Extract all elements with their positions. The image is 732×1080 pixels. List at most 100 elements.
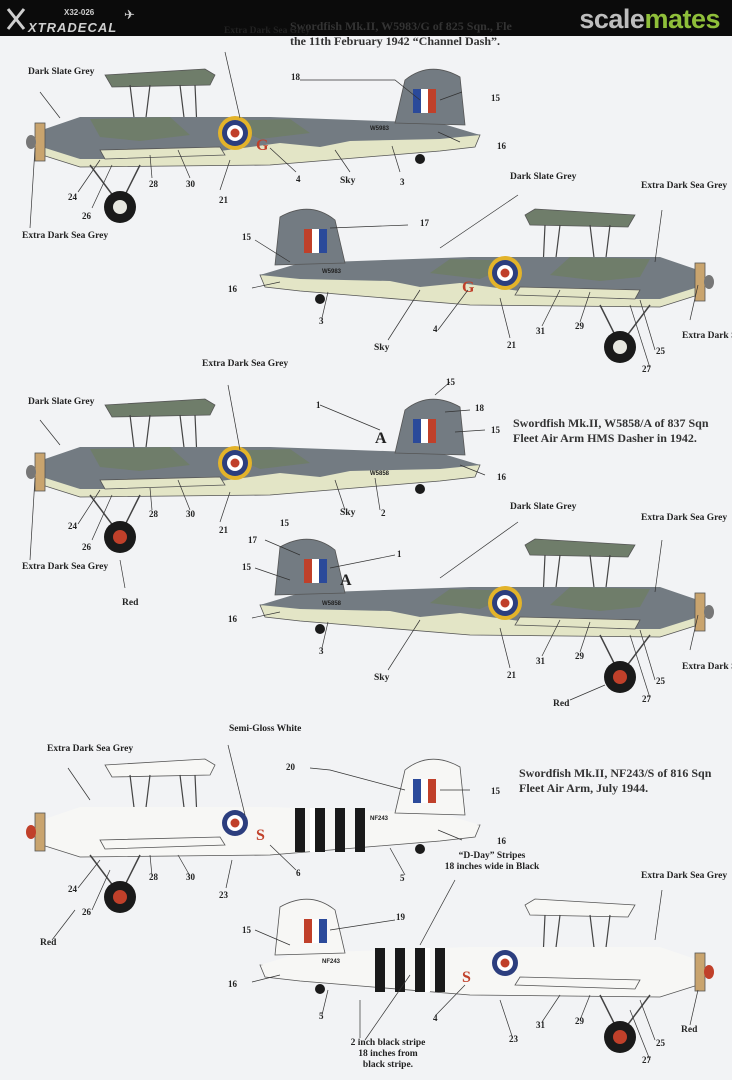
- upper-wing: [524, 538, 636, 558]
- camo-pattern: [430, 257, 650, 281]
- dday-stripe: [375, 948, 385, 992]
- caption-2: Swordfish Mk.II, W5858/A of 837 Sqn Flee…: [513, 416, 709, 446]
- callout-15: 15: [491, 93, 500, 103]
- dday-stripe: [335, 808, 345, 852]
- lower-wing: [99, 476, 226, 490]
- code-letter: G: [462, 279, 475, 296]
- label-sky: Sky: [340, 176, 356, 186]
- code-letter: A: [375, 430, 387, 447]
- stripe-note-line2: 18 inches from: [358, 1049, 418, 1059]
- callout-15: 15: [446, 377, 455, 387]
- callout-1: 1: [316, 400, 321, 410]
- upper-wing: [104, 68, 216, 88]
- scalemates-logo[interactable]: scalemates: [579, 4, 720, 35]
- label-extra-dark-sea-grey: Extra Dark Sea Grey: [682, 662, 732, 672]
- tail-wheel: [315, 984, 325, 994]
- callout-3: 3: [400, 177, 405, 187]
- upper-wing: [104, 758, 216, 778]
- fin-flash-red: [304, 559, 312, 583]
- stripe-note-line3: black stripe.: [362, 1060, 414, 1070]
- fin-flash-blue: [319, 229, 327, 253]
- label-extra-dark-sea-grey: Extra Dark Sea Grey: [641, 181, 728, 191]
- engine-cowl: [694, 262, 706, 302]
- propeller-spinner: [704, 965, 714, 979]
- callout-26: 26: [82, 542, 91, 552]
- label-extra-dark-sea-grey: Extra Dark Sea Grey: [682, 331, 732, 341]
- tail-wheel: [415, 154, 425, 164]
- callout-15: 15: [491, 425, 500, 435]
- label-dark-slate-grey: Dark Slate Grey: [510, 502, 577, 512]
- dday-stripe: [315, 808, 325, 852]
- label-extra-dark-sea-grey: Extra Dark Sea Grey: [641, 513, 728, 523]
- engine-cowl: [34, 452, 46, 492]
- callout-31: 31: [536, 326, 545, 336]
- wheel-hub: [613, 340, 627, 354]
- callout-27: 27: [642, 694, 651, 704]
- tail-wheel: [415, 844, 425, 854]
- callout-4: 4: [296, 174, 301, 184]
- wheel-hub: [113, 890, 127, 904]
- label-red: Red: [122, 598, 139, 608]
- fin-flash-blue: [319, 559, 327, 583]
- fuselage-serial: W5983: [370, 126, 390, 132]
- engine-cowl: [694, 952, 706, 992]
- roundel-red: [230, 128, 240, 138]
- callout-6: 6: [296, 868, 301, 878]
- lower-wing: [99, 836, 226, 850]
- label-semi-gloss-white: Semi-Gloss White: [229, 724, 302, 734]
- fin-flash-white: [421, 779, 428, 803]
- caption-3-line2: Fleet Air Arm, July 1944.: [519, 781, 649, 795]
- dday-line1: “D-Day” Stripes: [458, 851, 526, 861]
- dday-stripe: [435, 948, 445, 992]
- tail-wheel: [315, 624, 325, 634]
- callout-18: 18: [475, 403, 484, 413]
- fin-flash-blue: [413, 419, 421, 443]
- fuselage-serial: NF243: [370, 816, 389, 822]
- callout-16: 16: [228, 979, 237, 989]
- callout-16: 16: [228, 284, 237, 294]
- callout-21: 21: [507, 340, 516, 350]
- label-extra-dark-sea-grey: Extra Dark Sea Grey: [224, 26, 311, 36]
- fuselage-serial: W5983: [322, 269, 342, 275]
- caption-3-line1: Swordfish Mk.II, NF243/S of 816 Sqn: [519, 766, 712, 780]
- callout-26: 26: [82, 211, 91, 221]
- callout-18: 18: [291, 72, 300, 82]
- caption-2-line2: Fleet Air Arm HMS Dasher in 1942.: [513, 431, 697, 445]
- scalemates-logo-part2: mates: [644, 4, 720, 34]
- label-extra-dark-sea-grey: Extra Dark Sea Grey: [22, 562, 109, 572]
- callout-3: 3: [319, 316, 324, 326]
- caption-1-line2: the 11th February 1942 “Channel Dash”.: [290, 34, 501, 48]
- callout-23: 23: [509, 1034, 518, 1044]
- fin-flash-white: [312, 229, 319, 253]
- engine-cowl: [34, 812, 46, 852]
- tail-wheel: [415, 484, 425, 494]
- callout-17: 17: [420, 218, 429, 228]
- callout-29: 29: [575, 321, 584, 331]
- fin-flash-red: [428, 419, 436, 443]
- roundel-red: [500, 598, 510, 608]
- callout-29: 29: [575, 651, 584, 661]
- aircraft-body-group: [259, 898, 714, 1053]
- callout-31: 31: [536, 1020, 545, 1030]
- fuselage-serial: NF243: [322, 959, 341, 965]
- callout-30: 30: [186, 179, 195, 189]
- propeller-spinner: [26, 825, 36, 839]
- caption-3: Swordfish Mk.II, NF243/S of 816 Sqn Flee…: [519, 766, 711, 796]
- roundel-red: [230, 458, 240, 468]
- wheel-hub: [613, 670, 627, 684]
- callout-29: 29: [575, 1016, 584, 1026]
- fin-flash-red: [428, 89, 436, 113]
- fin-flash-blue: [413, 89, 421, 113]
- callout-23: 23: [219, 890, 228, 900]
- wheel-hub: [113, 200, 127, 214]
- aircraft-body-group: [259, 538, 714, 693]
- stripe-note-line1: 2 inch black stripe: [350, 1038, 426, 1048]
- label-red: Red: [40, 938, 57, 948]
- callout-16: 16: [497, 836, 506, 846]
- header-bar: X32-026 XTRADECAL ✈ scalemates: [0, 0, 732, 36]
- dday-stripe: [415, 948, 425, 992]
- wheel-hub: [113, 530, 127, 544]
